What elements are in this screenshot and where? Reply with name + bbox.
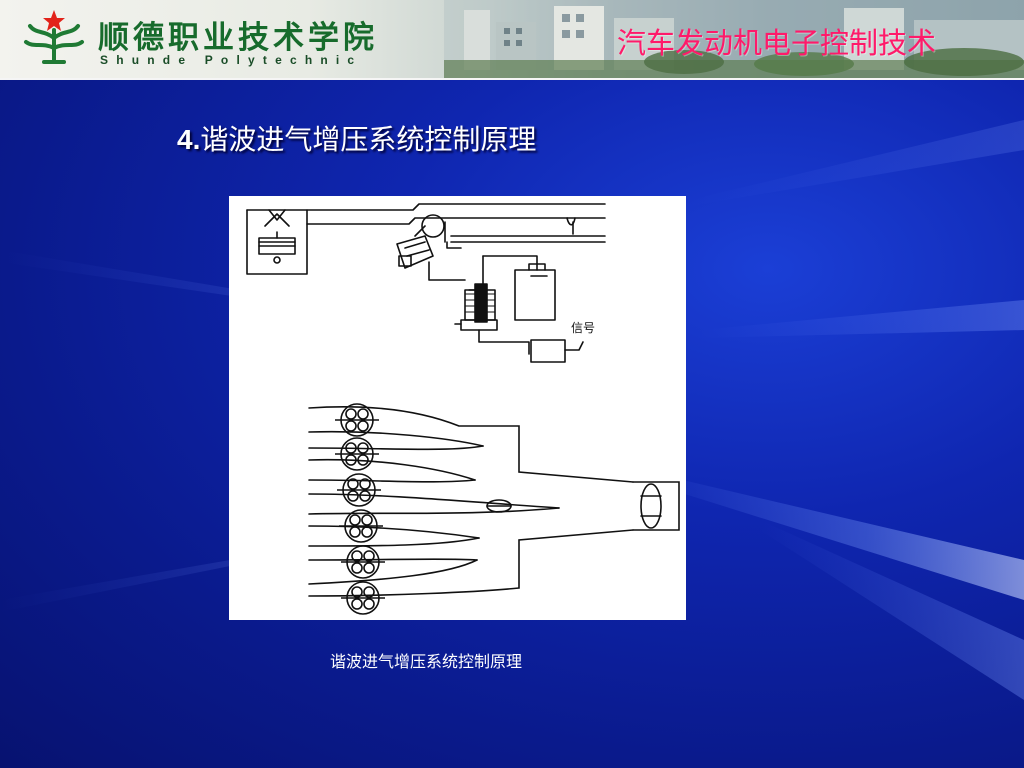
course-title: 汽车发动机电子控制技术: [616, 26, 936, 60]
intake-manifold: [308, 406, 680, 597]
figure-caption: 谐波进气增压系统控制原理: [330, 652, 523, 671]
school-name-en: Shunde Polytechnic: [100, 53, 363, 67]
engine-cylinder: [246, 209, 308, 275]
slide-title: 4.谐波进气增压系统控制原理: [177, 118, 536, 158]
diagram-drawing: 信号: [246, 203, 680, 615]
control-valve: [396, 214, 445, 269]
solenoid-valve: [454, 283, 530, 355]
intake-pipe: [246, 203, 606, 243]
slide-title-text: 谐波进气增压系统控制原理: [200, 123, 537, 156]
cylinder-row: [335, 403, 385, 615]
vacuum-tank: [514, 263, 556, 321]
header-banner: 顺德职业技术学院 Shunde Polytechnic 汽车发动机电子控制技术: [0, 0, 1024, 80]
ecu-box: [530, 339, 584, 363]
signal-label: 信号: [571, 321, 595, 335]
vacuum-lines: [428, 241, 538, 291]
slide-title-number: 4.: [177, 124, 201, 155]
campus-building-image: [444, 0, 1024, 78]
tree-logo-icon: [24, 10, 84, 64]
school-name-cn: 顺德职业技术学院: [98, 20, 378, 56]
harmonic-intake-diagram: 信号: [229, 196, 686, 620]
